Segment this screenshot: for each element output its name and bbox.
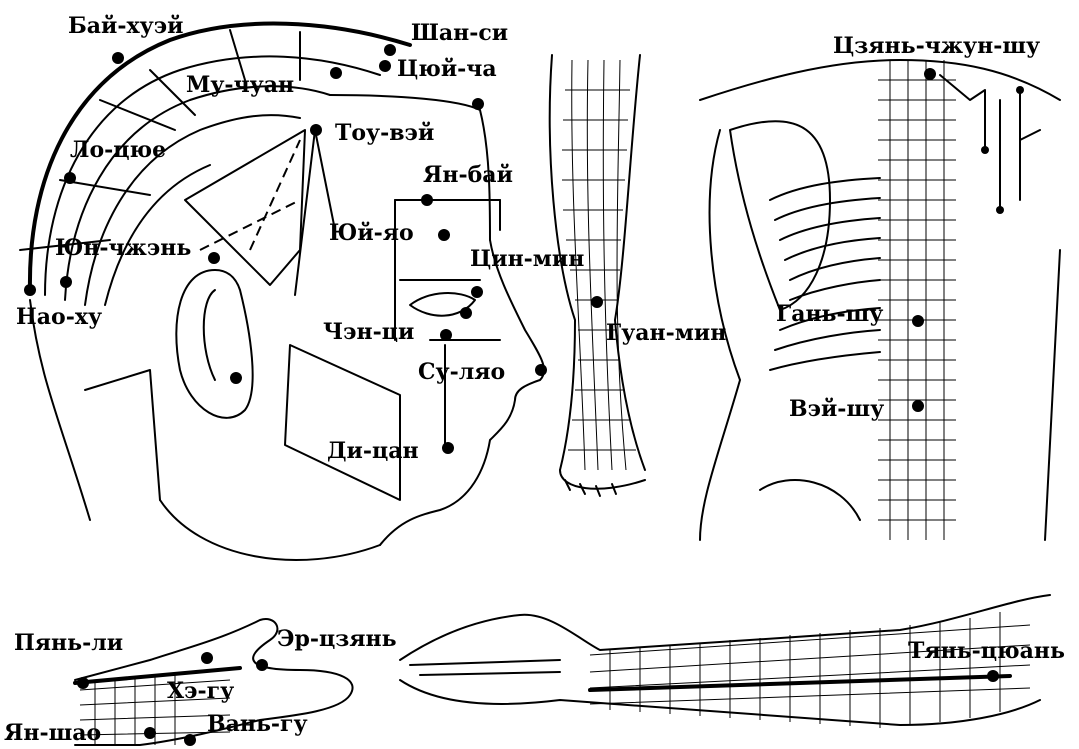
- point-gan-shu: [912, 315, 924, 327]
- point-di-can: [442, 442, 454, 454]
- label-er-czyan: Эр-цзянь: [277, 626, 397, 652]
- hip-curve: [760, 480, 860, 520]
- temple-line-1: [315, 130, 335, 230]
- arm-grid: [590, 612, 1030, 728]
- point-lo-cyue: [64, 172, 76, 184]
- point-pyan-li: [77, 677, 89, 689]
- label-yan-bai: Ян-бай: [423, 162, 513, 188]
- point-yun-chzhen: [208, 252, 220, 264]
- point-bai-hui: [112, 52, 124, 64]
- point-shoulder-3: [981, 146, 989, 154]
- label-van-gu: Вань-гу: [207, 711, 308, 737]
- label-lo-cyue: Ло-цюе: [70, 137, 166, 163]
- point-eye-lower: [460, 307, 472, 319]
- label-nao-hu: Нао-ху: [16, 304, 102, 330]
- point-shoulder-1: [1016, 86, 1024, 94]
- neck-back-line: [30, 300, 90, 520]
- leg-figure: [550, 55, 645, 496]
- label-su-lyao: Су-ляо: [418, 359, 505, 385]
- label-di-can: Ди-цан: [327, 438, 419, 464]
- foot-outline: [560, 470, 645, 489]
- point-guan-min: [591, 296, 603, 308]
- neck-region: [85, 370, 160, 500]
- label-cyui-cha: Цюй-ча: [397, 56, 497, 82]
- point-cin-min: [471, 286, 483, 298]
- head-cross-3: [100, 100, 175, 130]
- back-figure: [700, 60, 1060, 540]
- point-mu-chuan: [330, 67, 342, 79]
- temple-dash-1: [250, 140, 300, 250]
- point-shoulder-2: [996, 206, 1004, 214]
- point-nao-hu-upper: [60, 276, 72, 288]
- ear-inner: [204, 290, 215, 380]
- point-chen-ci: [440, 329, 452, 341]
- point-van-gu: [184, 734, 196, 746]
- scapula: [730, 121, 830, 310]
- point-yui-yao: [438, 229, 450, 241]
- point-tyan-cyuan: [987, 670, 999, 682]
- ribs: [770, 178, 880, 370]
- label-cin-min: Цин-мин: [470, 246, 584, 272]
- label-tou-vei: Тоу-вэй: [335, 120, 434, 146]
- point-forehead: [472, 98, 484, 110]
- shoulder-meridians: [940, 75, 1040, 210]
- point-er-czyan: [256, 659, 268, 671]
- label-gan-shu: Гань-шу: [776, 301, 883, 327]
- label-bai-hui: Бай-хуэй: [68, 13, 183, 39]
- temple-line-2: [295, 130, 315, 295]
- point-czyan-chzhun-shu: [924, 68, 936, 80]
- point-nao-hu: [24, 284, 36, 296]
- arm-meridian: [590, 676, 1010, 690]
- point-he-gu: [201, 652, 213, 664]
- label-he-gu: Хэ-гу: [167, 678, 234, 704]
- label-mu-chuan: Му-чуан: [186, 72, 294, 98]
- label-chen-ci: Чэн-ци: [323, 319, 414, 345]
- point-shan-si: [384, 44, 396, 56]
- point-vei-shu: [912, 400, 924, 412]
- label-vei-shu: Вэй-шу: [789, 396, 884, 422]
- label-guan-min: Гуан-мин: [606, 320, 726, 346]
- label-tyan-cyuan: Тянь-цюань: [908, 638, 1065, 664]
- label-shan-si: Шан-си: [411, 20, 508, 46]
- spine-grid: [878, 60, 956, 540]
- point-tou-vei: [310, 124, 322, 136]
- temple-dash-2: [200, 200, 300, 250]
- label-pyan-li: Пянь-ли: [14, 630, 123, 656]
- point-yan-shao: [144, 727, 156, 739]
- label-yan-shao: Ян-шао: [4, 720, 101, 746]
- label-yui-yao: Юй-яо: [329, 220, 414, 246]
- point-su-lyao: [535, 364, 547, 376]
- leg-outline-right: [615, 55, 645, 470]
- point-yan-bai: [421, 194, 433, 206]
- face-profile: [380, 240, 544, 545]
- point-cyui-cha: [379, 60, 391, 72]
- fingers: [410, 660, 560, 675]
- point-ear: [230, 372, 242, 384]
- cheek-box: [285, 345, 400, 500]
- head-figure: [20, 24, 547, 560]
- jaw-neck-line: [160, 500, 380, 560]
- label-yun-chzhen: Юн-чжэнь: [55, 235, 191, 261]
- back-right-side: [1045, 250, 1060, 540]
- label-czyan-chzhun-shu: Цзянь-чжун-шу: [833, 33, 1040, 59]
- ear-outline: [176, 270, 252, 418]
